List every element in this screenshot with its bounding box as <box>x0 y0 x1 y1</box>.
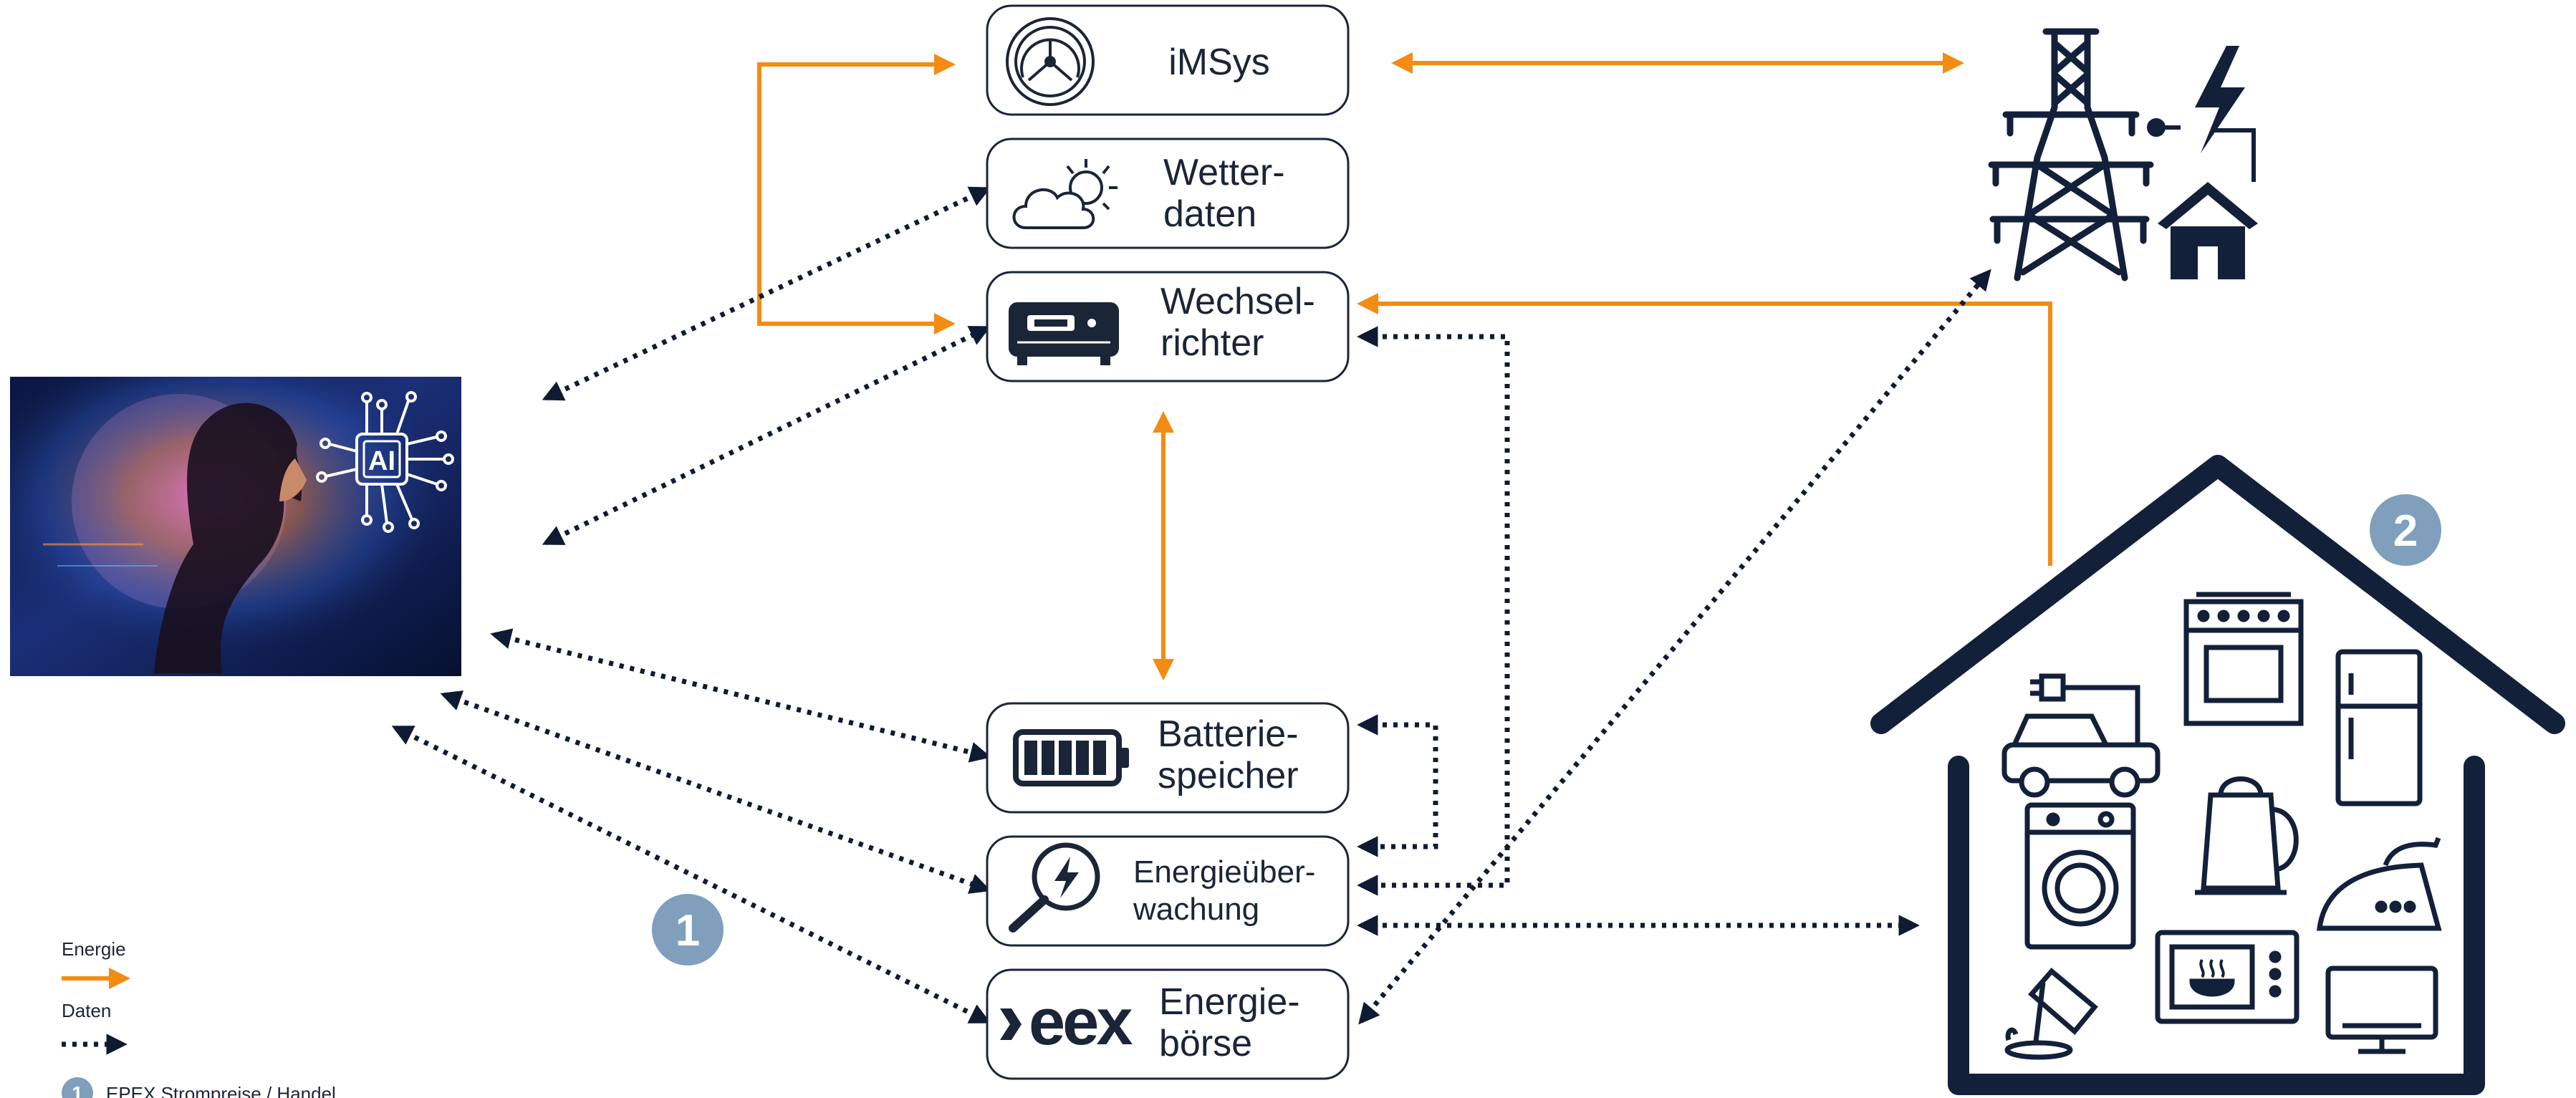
data-arrow-ai-wechselrichter <box>542 325 991 546</box>
node-energieboerse-line2: börse <box>1159 1023 1252 1064</box>
ai-chip-icon <box>316 391 454 533</box>
node-wetterdaten-line2: daten <box>1163 193 1256 235</box>
badge-2-label: 2 <box>2393 506 2418 556</box>
node-wechselrichter-line1: Wechsel- <box>1160 281 1315 322</box>
oven-icon <box>2183 592 2304 726</box>
data-line-batterie-ueberwachung <box>1357 714 1438 857</box>
lamp-icon <box>2004 968 2098 1060</box>
battery-icon <box>1013 729 1129 786</box>
node-energieueberwachung-line1: Energieüber- <box>1133 854 1315 890</box>
eex-logo-chevron <box>1000 1008 1022 1040</box>
node-batteriespeicher: Batterie- speicher <box>986 702 1350 814</box>
badge-2: 2 <box>2370 494 2441 566</box>
badge-1-label: 1 <box>676 906 700 955</box>
kettle-icon <box>2195 776 2299 895</box>
node-imsys: iMSys <box>986 4 1350 116</box>
node-energieboerse-line1: Energie- <box>1159 981 1300 1023</box>
data-arrow-ai-wetter <box>542 186 991 401</box>
energy-connectors <box>757 52 2052 680</box>
washing-machine-icon <box>2024 802 2136 950</box>
data-arrow-ai-boerse <box>391 725 991 1024</box>
energy-arrow-house-wechselrichter <box>1357 293 2052 566</box>
node-wechselrichter-line2: richter <box>1160 322 1264 364</box>
inverter-icon <box>1009 302 1119 365</box>
house-small-icon <box>2158 182 2258 279</box>
node-wetterdaten: Wetter- daten <box>986 138 1350 249</box>
ev-car-icon <box>2001 673 2161 798</box>
microwave-icon <box>2155 930 2299 1024</box>
ai-image <box>10 377 461 676</box>
legend-badge-1-label: 1 <box>72 1082 83 1098</box>
ai-chip-label: AI <box>368 446 395 476</box>
tv-icon <box>2325 965 2438 1054</box>
node-imsys-label: iMSys <box>1168 42 1270 83</box>
house-icon <box>1870 455 2565 1095</box>
power-grid-icon <box>1988 28 2154 281</box>
weather-icon <box>1012 159 1118 229</box>
data-arrow-ai-ueberwachung <box>440 690 991 894</box>
node-energieueberwachung-line2: wachung <box>1133 892 1259 927</box>
eex-logo: eex <box>1029 986 1133 1059</box>
data-arrow-boerse-grid <box>1358 269 1991 1025</box>
iron-icon <box>2316 837 2442 931</box>
node-batteriespeicher-line1: Batterie- <box>1158 713 1299 755</box>
node-wetterdaten-line1: Wetter- <box>1163 152 1285 193</box>
legend-badge-1 <box>62 1077 93 1098</box>
fridge-icon <box>2335 649 2423 806</box>
node-batteriespeicher-line2: speicher <box>1158 755 1299 796</box>
legend-daten-label: Daten <box>62 1000 111 1021</box>
appliance-icons <box>2001 592 2442 1060</box>
node-energieboerse: eex Energie- börse <box>986 968 1350 1080</box>
legend-energie-label: Energie <box>62 938 126 960</box>
node-wechselrichter: Wechsel- richter <box>986 271 1350 382</box>
energy-monitor-icon <box>1009 842 1100 933</box>
badge-1: 1 <box>652 894 724 965</box>
legend: Energie Daten 1 EPEX Strompreise / Hande… <box>62 938 336 1098</box>
data-connectors <box>391 186 1991 1025</box>
power-grid-connection <box>2147 46 2256 182</box>
energy-line-imsys-wechselrichter <box>757 62 956 334</box>
gauge-icon <box>1006 17 1095 106</box>
node-energieueberwachung: Energieüber- wachung <box>986 835 1350 947</box>
legend-footnote: EPEX Strompreise / Handel <box>106 1083 336 1098</box>
